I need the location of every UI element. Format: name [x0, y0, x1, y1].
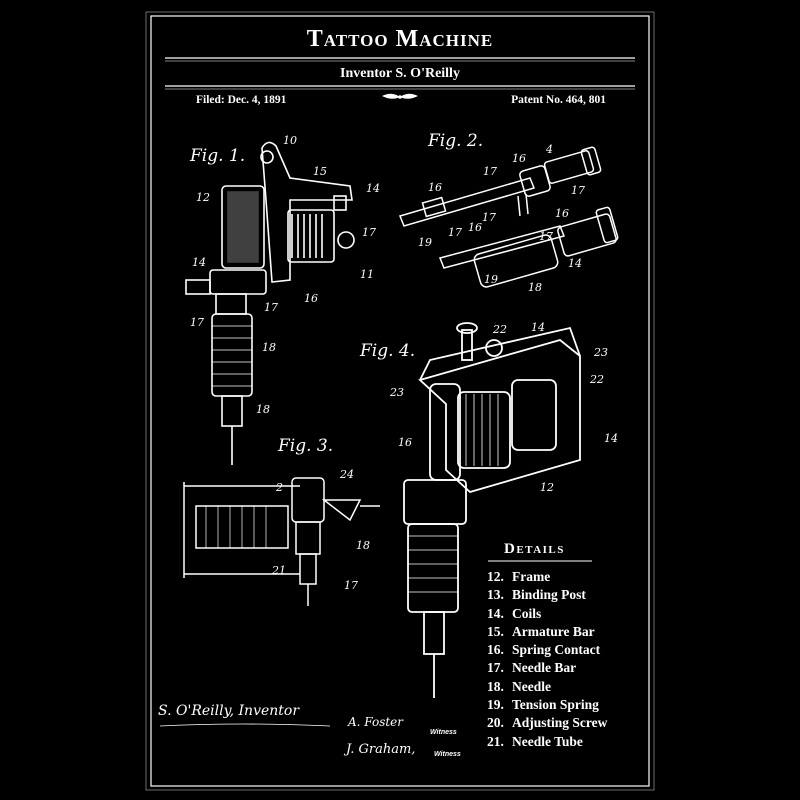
- callout-label: 16: [398, 436, 412, 449]
- callout-label: 17: [344, 579, 358, 592]
- inventor-signature: S. O'Reilly, Inventor: [158, 703, 300, 719]
- details-heading: Details: [504, 541, 565, 557]
- fig-2-label: Fig. 2.: [428, 131, 484, 151]
- callout-label: 18: [262, 341, 276, 354]
- callout-label: 23: [594, 346, 608, 359]
- callout-label: 14: [192, 256, 206, 269]
- details-list: 12.Frame 13.Binding Post 14.Coils 15.Arm…: [487, 568, 607, 751]
- callout-label: 14: [531, 321, 545, 334]
- callout-label: 19: [484, 273, 498, 286]
- fig-1-label: Fig. 1.: [190, 146, 246, 166]
- list-item: 20.Adjusting Screw: [487, 715, 608, 731]
- fig-3-label: Fig. 3.: [278, 436, 334, 456]
- callout-label: 17: [190, 316, 204, 329]
- callout-label: 16: [512, 152, 526, 165]
- callout-label: 4: [546, 143, 553, 156]
- callout-label: 14: [366, 182, 380, 195]
- callout-label: 17: [571, 184, 585, 197]
- fig-4-label: Fig. 4.: [360, 341, 416, 361]
- list-item: 15.Armature Bar: [487, 623, 595, 639]
- callout-label: 24: [340, 468, 354, 481]
- list-item: 17.Needle Bar: [487, 660, 577, 676]
- callout-label: 15: [313, 165, 327, 178]
- callout-label: 17: [448, 226, 462, 239]
- list-item: 13.Binding Post: [487, 587, 586, 603]
- callout-label: 16: [428, 181, 442, 194]
- callout-label: 22: [493, 323, 507, 336]
- callout-label: 18: [256, 403, 270, 416]
- callout-label: 16: [304, 292, 318, 305]
- callout-label: 17: [362, 226, 376, 239]
- witness-2-signature: J. Graham,: [346, 742, 416, 757]
- page-title: Tattoo Machine: [306, 26, 494, 52]
- callout-label: 16: [468, 221, 482, 234]
- witness-1-label: Witness: [430, 729, 457, 736]
- filed-date: Filed: Dec. 4, 1891: [196, 94, 287, 106]
- list-item: 21.Needle Tube: [487, 733, 583, 749]
- callout-label: 12: [540, 481, 554, 494]
- list-item: 19.Tension Spring: [487, 697, 599, 713]
- witness-1-signature: A. Foster: [348, 715, 404, 729]
- witness-2-label: Witness: [434, 751, 461, 758]
- list-item: 16.Spring Contact: [487, 642, 601, 658]
- callout-label: 14: [568, 257, 582, 270]
- patent-number: Patent No. 464, 801: [511, 94, 606, 106]
- callout-label: 2: [276, 481, 283, 494]
- callout-label: 14: [604, 432, 618, 445]
- callout-label: 10: [283, 134, 297, 147]
- callout-label: 22: [590, 373, 604, 386]
- callout-label: 19: [418, 236, 432, 249]
- callout-label: 17: [483, 165, 497, 178]
- flourish-ornament: [382, 93, 418, 99]
- list-item: 12.Frame: [487, 569, 551, 584]
- callout-label: 18: [528, 281, 542, 294]
- list-item: 14.Coils: [487, 605, 542, 621]
- callout-label: 23: [390, 386, 404, 399]
- callout-label: 16: [555, 207, 569, 220]
- callout-label: 17: [482, 211, 496, 224]
- callout-label: 17: [264, 301, 278, 314]
- callout-label: 12: [196, 191, 210, 204]
- callout-label: 21: [272, 564, 286, 577]
- callout-label: 18: [356, 539, 370, 552]
- list-item: 18.Needle: [487, 678, 551, 694]
- callout-label: 11: [360, 268, 374, 281]
- callout-label: 17: [539, 230, 553, 243]
- inventor-line: Inventor S. O'Reilly: [340, 66, 460, 81]
